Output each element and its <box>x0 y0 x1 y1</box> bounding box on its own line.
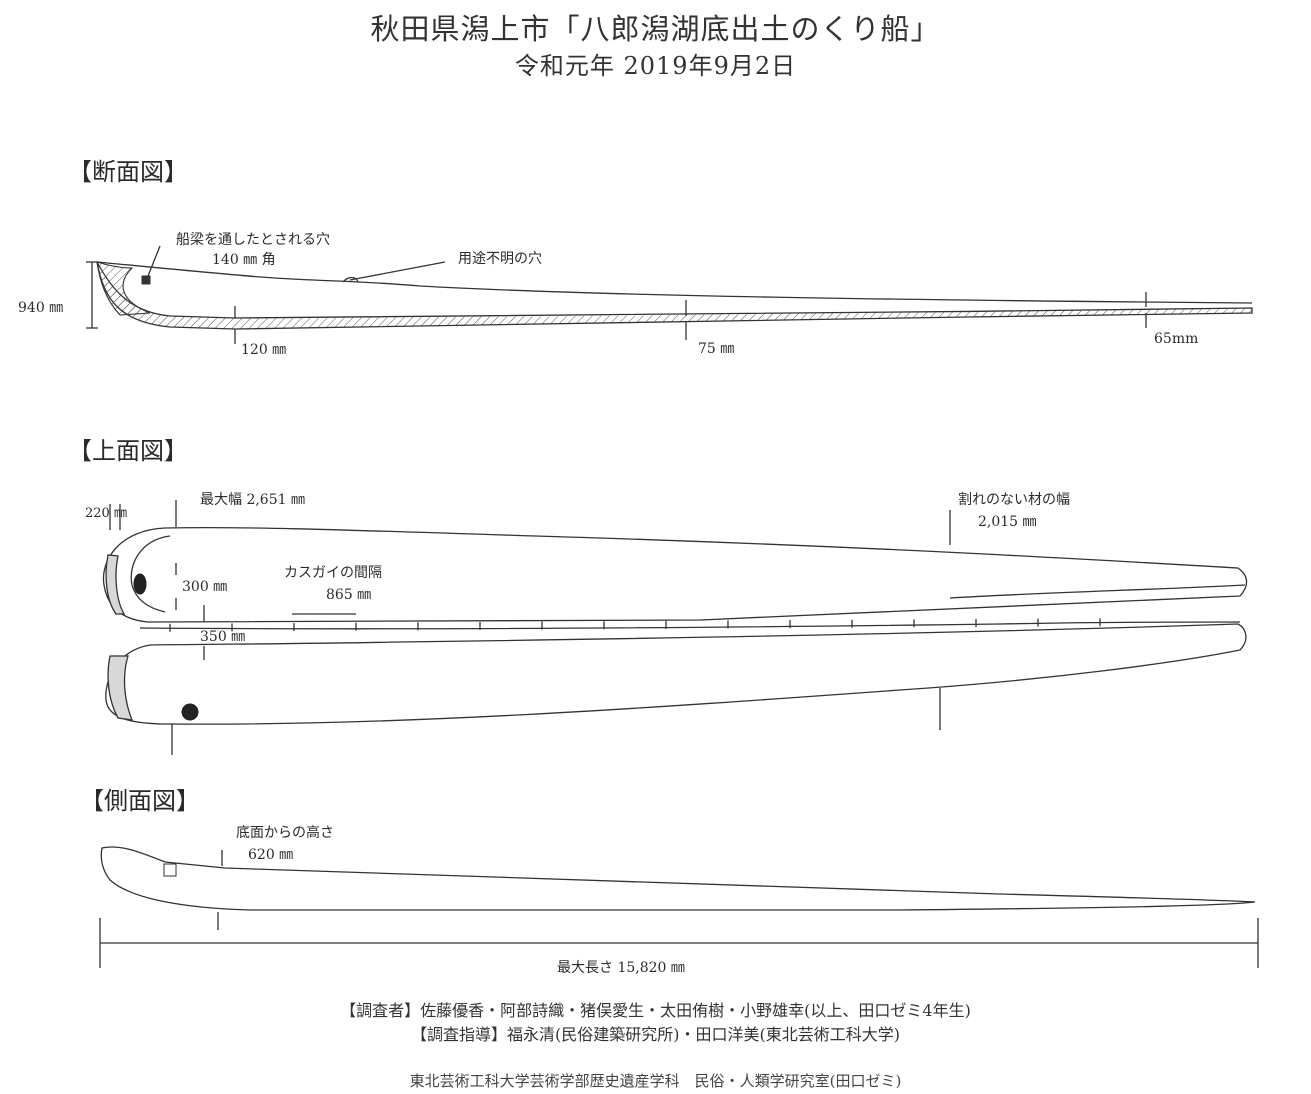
institution-credit: 東北芸術工科大学芸術学部歴史遺産学科 民俗・人類学研究室(田口ゼミ) <box>409 1072 902 1090</box>
max-width-label: 最大幅 2,651 ㎜ <box>200 492 305 508</box>
drawing-date: 令和元年 2019年9月2日 <box>514 52 797 80</box>
unknown-hole-label: 用途不明の穴 <box>458 251 542 267</box>
cross-height-label: 940 ㎜ <box>18 300 64 316</box>
top-view-upper-inner <box>130 535 171 613</box>
top-view-upper-hull <box>102 526 1248 623</box>
top-view-lower-hull <box>105 623 1247 725</box>
section-side: 【側面図】 <box>80 787 200 815</box>
edge-width-label: 220 ㎜ <box>85 506 127 521</box>
gap-350-label: 350 ㎜ <box>200 629 246 645</box>
top-view-lower-bow <box>107 655 134 721</box>
beam-hole-label: 船梁を通したとされる穴 <box>176 232 330 248</box>
thickness-mid-label: 75 ㎜ <box>698 341 735 357</box>
thickness-stern-label: 65mm <box>1154 331 1199 347</box>
researchers-credit: 【調査者】佐藤優香・阿部詩織・猪俣愛生・太田侑樹・小野雄幸(以上、田口ゼミ4年生… <box>340 1001 971 1020</box>
unbroken-width-value: 2,015 ㎜ <box>978 514 1037 530</box>
cross-section-view <box>86 245 1253 344</box>
top-view <box>102 500 1248 755</box>
section-cross: 【断面図】 <box>68 158 188 186</box>
top-view-lower-hole <box>181 703 199 721</box>
top-view-crack-1 <box>949 584 1246 599</box>
gap-300-label: 300 ㎜ <box>182 579 228 595</box>
section-top: 【上面図】 <box>68 437 188 465</box>
hole-leader <box>147 245 161 277</box>
unbroken-width-label: 割れのない材の幅 <box>958 492 1070 508</box>
cross-section-top-edge <box>96 261 1253 304</box>
max-length-label: 最大長さ 15,820 ㎜ <box>557 960 685 976</box>
advisors-credit: 【調査指導】福永清(民俗建築研究所)・田口洋美(東北芸術工科大学) <box>411 1025 900 1044</box>
cross-section-bow-shell <box>96 261 151 316</box>
side-height-label: 底面からの高さ <box>236 825 334 841</box>
side-height-value: 620 ㎜ <box>248 847 294 863</box>
clamp-marks <box>169 618 1101 632</box>
clamp-spacing-label: カスガイの間隔 <box>284 565 382 581</box>
top-view-seam <box>139 621 1241 630</box>
top-view-upper-bow <box>105 554 126 615</box>
clamp-spacing-value: 865 ㎜ <box>326 587 372 603</box>
side-view <box>99 846 1259 968</box>
side-view-hole <box>163 863 177 877</box>
side-view-outline <box>100 846 1256 913</box>
thickness-bow-label: 120 ㎜ <box>241 342 287 358</box>
top-view-upper-hole <box>133 573 147 595</box>
cross-section-hull-wall <box>96 261 1253 330</box>
drawing-title: 秋田県潟上市「八郎潟湖底出土のくり船」 <box>370 12 941 46</box>
beam-hole-size: 140 ㎜ 角 <box>212 252 276 268</box>
beam-hole <box>141 275 151 285</box>
unknown-hole <box>342 276 359 283</box>
unknown-hole-leader <box>349 261 446 281</box>
